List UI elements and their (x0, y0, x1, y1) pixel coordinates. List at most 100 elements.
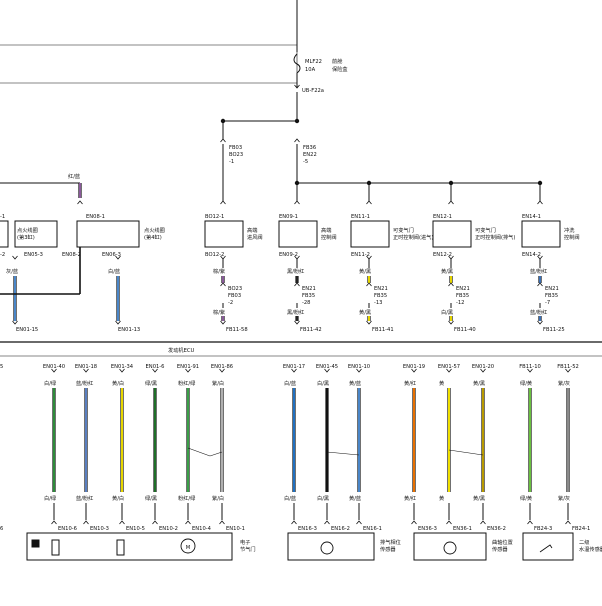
ecu-wire-color-top: 白/蓝 (284, 379, 296, 387)
component-name-2: 进风阀 (247, 233, 263, 241)
throttle-name-2: 节气门 (240, 545, 256, 553)
fuse-icon (293, 53, 301, 74)
component-pin-top: BO12-1 (205, 214, 224, 220)
connector-arrow (220, 282, 226, 287)
connector-arrow (219, 520, 225, 525)
ecu-pin-label: EN01-6 (146, 364, 165, 370)
ignition-4-wire-color: 白/蓝 (108, 267, 120, 275)
ecu-wire-color-top: 蓝/粉红 (76, 379, 93, 387)
fuse-desc-2: 保险盒 (332, 65, 348, 73)
connector-arrow (77, 200, 83, 205)
ecu-wire-color-top: 黄/黑 (473, 379, 485, 387)
connector-arrow (366, 320, 372, 325)
component-box (204, 220, 244, 248)
ecu-pin-label: EN01-45 (316, 364, 338, 370)
connector-arrow (527, 520, 533, 525)
water-temp-name-1: 二级 (579, 538, 589, 546)
component-bottom-connector: FB11-41 (372, 327, 394, 333)
connector-arrow (115, 320, 121, 325)
component-box (14, 220, 58, 248)
fuse-out-connector: UB-F22a (302, 88, 324, 94)
connector-arrow (565, 520, 571, 525)
component-bottom-connector: FB11-40 (454, 327, 476, 333)
ignition-3-pin-bottom: EN05-3 (24, 252, 43, 258)
ecu-bottom-connector: FB24-3 (534, 526, 552, 532)
splice-label-left: -1 (229, 159, 234, 165)
connector-arrow (291, 368, 297, 373)
connector-arrow (324, 520, 330, 525)
connector-arrow (448, 282, 454, 287)
connector-arrow (324, 368, 330, 373)
connector-arrow (366, 200, 372, 205)
shield-marker (448, 449, 484, 456)
ecu-wire-color-bottom: 白/黑 (317, 494, 329, 502)
ignition-4-pin-left: EN08-2 (62, 252, 81, 258)
component-splice-label: EN21 (545, 286, 559, 292)
wire-color-1: 蓝/粉红 (530, 267, 547, 275)
component-name-1: 可变气门 (475, 226, 496, 234)
ecu-wire-color-bottom: 绿/黑 (145, 494, 157, 502)
ecu-pin-label: 15 (0, 364, 3, 370)
wire-color-1: 黄/黑 (441, 267, 453, 275)
left-edge-bottom-pin: 6 (0, 526, 3, 532)
connector-arrow (294, 200, 300, 205)
ecu-wire-color-bottom: 紫/白 (212, 494, 224, 502)
ignition-3-bottom-connector: EN01-15 (16, 327, 38, 333)
wire-color-2: 黄/黑 (359, 308, 371, 316)
component-splice-label: FB03 (228, 293, 241, 299)
crank-sensor-name-2: 传感器 (492, 545, 508, 553)
connector-arrow (294, 320, 300, 325)
ecu-bottom-connector: EN16-1 (363, 526, 382, 532)
component-splice-label: -7 (545, 300, 550, 306)
ecu-wire-color-bottom: 紫/灰 (558, 494, 570, 502)
shield-marker (209, 451, 223, 457)
component-box (350, 220, 390, 248)
wire-color-2: 黑/粉红 (287, 308, 304, 316)
connector-arrow (152, 368, 158, 373)
connector-arrow (537, 200, 543, 205)
connector-arrow (294, 282, 300, 287)
component-bottom-connector: FB11-25 (543, 327, 565, 333)
connector-arrow (356, 520, 362, 525)
ecu-bottom-connector: EN10-4 (192, 526, 212, 532)
component-box (432, 220, 472, 248)
component-name-1: 高端 (321, 226, 331, 234)
ecu-wire-color-bottom: 白/蓝 (284, 494, 296, 502)
fuse-name: MLF22 (305, 59, 322, 65)
ecu-wire-color-top: 白/黑 (317, 379, 329, 387)
wire-color-1: 黑/粉红 (287, 267, 304, 275)
component-splice-label: -2 (228, 300, 233, 306)
ecu-bottom-connector: EN36-1 (453, 526, 472, 532)
component-splice-label: EN21 (374, 286, 388, 292)
connector-arrow (220, 200, 226, 205)
exhaust-sensor-name-1: 排气相位 (380, 538, 401, 546)
connector-arrow (51, 368, 57, 373)
ignition-4-name-2: (第4缸) (144, 233, 162, 241)
connector-arrow (12, 255, 18, 260)
connector-arrow (446, 520, 452, 525)
ecu-wire-color-bottom: 绿/黄 (520, 494, 532, 502)
ecu-bottom-connector: EN10-2 (159, 526, 178, 532)
ecu-pin-label: EN01-86 (211, 364, 233, 370)
connector-arrow (12, 320, 18, 325)
connector-arrow (565, 368, 571, 373)
splice-label-right: -5 (303, 159, 308, 165)
throttle-body-box (26, 532, 233, 561)
connector-arrow (527, 368, 533, 373)
connector-arrow (411, 368, 417, 373)
component-splice-label: FB35 (545, 293, 558, 299)
component-box (278, 220, 318, 248)
component-name-1: 可变气门 (393, 226, 414, 234)
ecu-bottom-connector: EN10-6 (58, 526, 77, 532)
sensor-icon (320, 541, 334, 555)
ecu-pin-label: EN01-20 (472, 364, 494, 370)
ecu-pin-label: EN01-40 (43, 364, 65, 370)
ecu-wire-color-bottom: 蓝/粉红 (76, 494, 93, 502)
ignition-3-pin-top: EN08-1 (86, 214, 105, 220)
left-pin-top: -1 (0, 214, 5, 220)
component-name-2: 控制阀 (564, 233, 580, 241)
ecu-pin-label: EN01-19 (403, 364, 425, 370)
component-name-2: 正时控制阀(进气) (393, 233, 433, 241)
thermistor-icon (539, 544, 553, 553)
connector-arrow (366, 282, 372, 287)
